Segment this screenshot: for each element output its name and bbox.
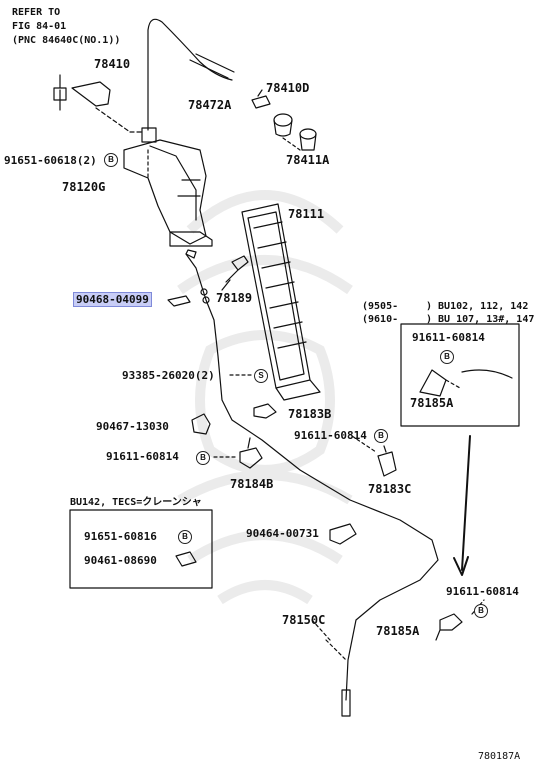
part-label-78410[interactable]: 78410 (94, 57, 131, 71)
part-label-78111[interactable]: 78111 (288, 207, 325, 221)
part-label-78184b[interactable]: 78184B (230, 477, 274, 491)
b-marker-inset: B (440, 350, 454, 364)
part-label-91611-60814-b[interactable]: 91611-60814 (106, 450, 179, 463)
inset-line1-left: (9505- (362, 301, 399, 312)
part-label-78183c[interactable]: 78183C (368, 482, 412, 496)
b-marker-91651-60618: B (104, 153, 118, 167)
part-label-90467-13030[interactable]: 90467-13030 (96, 420, 169, 433)
part-label-90468-04099[interactable]: 90468-04099 (73, 292, 152, 307)
part-label-inset-78185a[interactable]: 78185A (410, 396, 454, 410)
refer-note-line2: FIG 84-01 (12, 21, 67, 32)
part-label-78183b[interactable]: 78183B (288, 407, 332, 421)
inset-line1-right: ) BU102, 112, 142 (426, 301, 529, 312)
b-marker-91611-b: B (196, 451, 210, 465)
part-label-78185a-bottom[interactable]: 78185A (376, 624, 420, 638)
b-marker-right: B (474, 604, 488, 618)
part-label-93385-26020[interactable]: 93385-26020(2) (122, 369, 215, 382)
part-label-78150c[interactable]: 78150C (282, 613, 326, 627)
b-marker-91651-60816: B (178, 530, 192, 544)
part-label-90461-08690[interactable]: 90461-08690 (84, 554, 157, 567)
part-label-inset-91611-60814[interactable]: 91611-60814 (412, 331, 485, 344)
bu142-box-title: BU142, TECS=クレーンシャ (70, 497, 202, 508)
part-label-91611-60814-a[interactable]: 91611-60814 (294, 429, 367, 442)
part-label-90464-00731[interactable]: 90464-00731 (246, 527, 319, 540)
refer-note-line1: REFER TO (12, 7, 61, 18)
part-label-78411a[interactable]: 78411A (286, 153, 330, 167)
part-label-78189[interactable]: 78189 (216, 291, 253, 305)
refer-note-line3: (PNC 84640C(NO.1)) (12, 35, 121, 46)
inset-line2-right: ) BU 107, 13#, 147 (426, 314, 534, 325)
part-label-91651-60618[interactable]: 91651-60618(2) (4, 154, 97, 167)
s-marker-93385: S (254, 369, 268, 383)
figure-code: 780187A (478, 751, 521, 762)
part-label-91651-60816[interactable]: 91651-60816 (84, 530, 157, 543)
b-marker-91611-a: B (374, 429, 388, 443)
part-label-78410d[interactable]: 78410D (266, 81, 310, 95)
part-label-78472a[interactable]: 78472A (188, 98, 232, 112)
part-label-78120g[interactable]: 78120G (62, 180, 106, 194)
watermark-emblem (150, 170, 380, 610)
part-label-91611-60814-right[interactable]: 91611-60814 (446, 585, 519, 598)
inset-line2-left: (9610- (362, 314, 399, 325)
